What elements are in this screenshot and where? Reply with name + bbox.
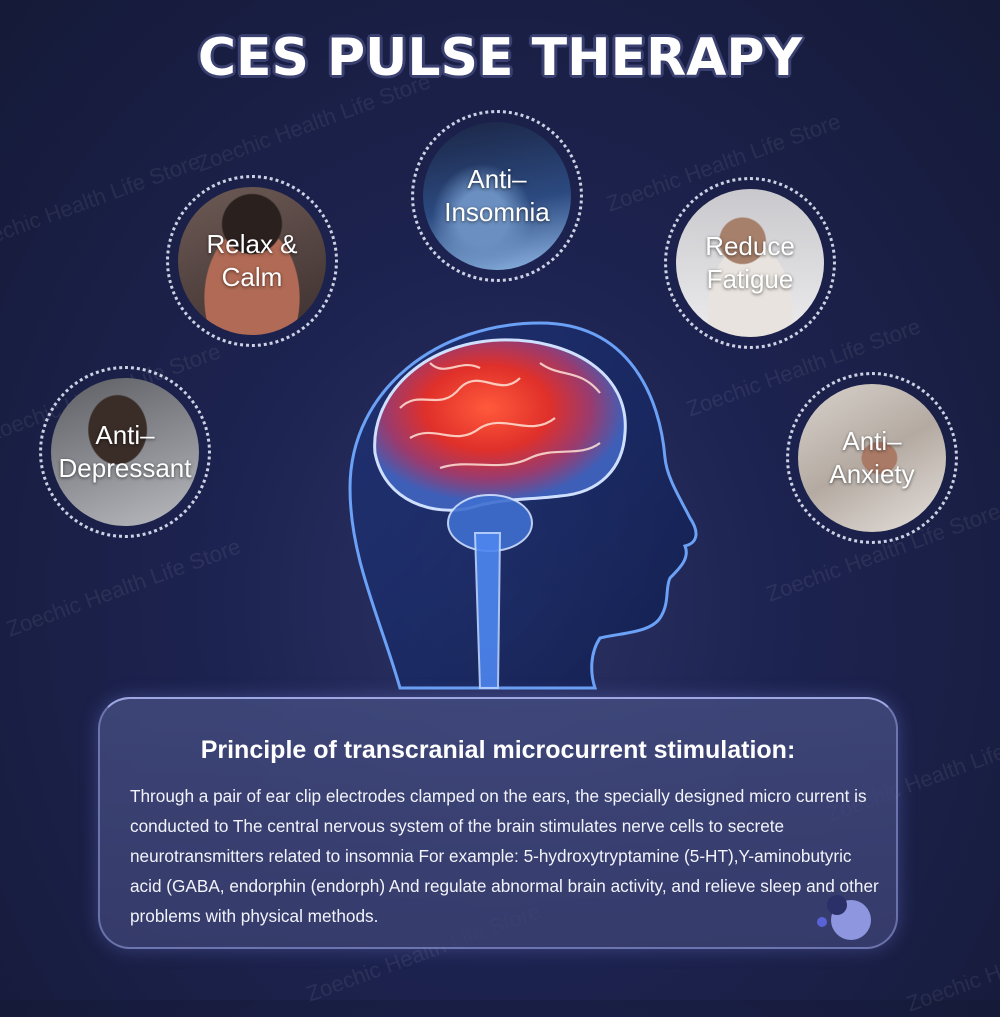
card-body-text: Through a pair of ear clip electrodes cl… — [130, 786, 879, 926]
decorative-dot-small — [817, 917, 827, 927]
card-title: Principle of transcranial microcurrent s… — [200, 736, 796, 764]
benefit-label: Anti– Depressant — [58, 420, 192, 483]
benefit-relax-calm: Relax & Calm — [166, 175, 338, 347]
benefit-anti-depressant: Anti– Depressant — [39, 366, 211, 538]
benefit-reduce-fatigue: Reduce Fatigue — [664, 177, 836, 349]
brain-head-icon — [348, 321, 698, 690]
benefit-label: Anti– Insomnia — [444, 164, 550, 227]
benefit-anti-insomnia: Anti– Insomnia — [411, 110, 583, 282]
principle-card: Principle of transcranial microcurrent s… — [98, 697, 898, 949]
decorative-dot-dark — [827, 895, 847, 915]
watermark: Zoechic Health Life Store — [3, 533, 244, 642]
watermark: Zoechic Health Life Store — [903, 909, 1000, 1017]
benefit-label: Anti– Anxiety — [829, 426, 915, 489]
page-title: CES PULSE THERAPY — [197, 28, 803, 88]
photo-woman-head-in-hands — [51, 378, 199, 526]
benefit-label: Reduce Fatigue — [705, 231, 795, 294]
brain-head-illustration — [340, 318, 720, 698]
photo-man-asleep-book — [676, 189, 824, 337]
benefit-anti-anxiety: Anti– Anxiety — [786, 372, 958, 544]
benefit-label: Relax & Calm — [206, 229, 298, 292]
photo-woman-awake — [423, 122, 571, 270]
photo-woman-pillow — [798, 384, 946, 532]
photo-man-praying — [178, 187, 326, 335]
